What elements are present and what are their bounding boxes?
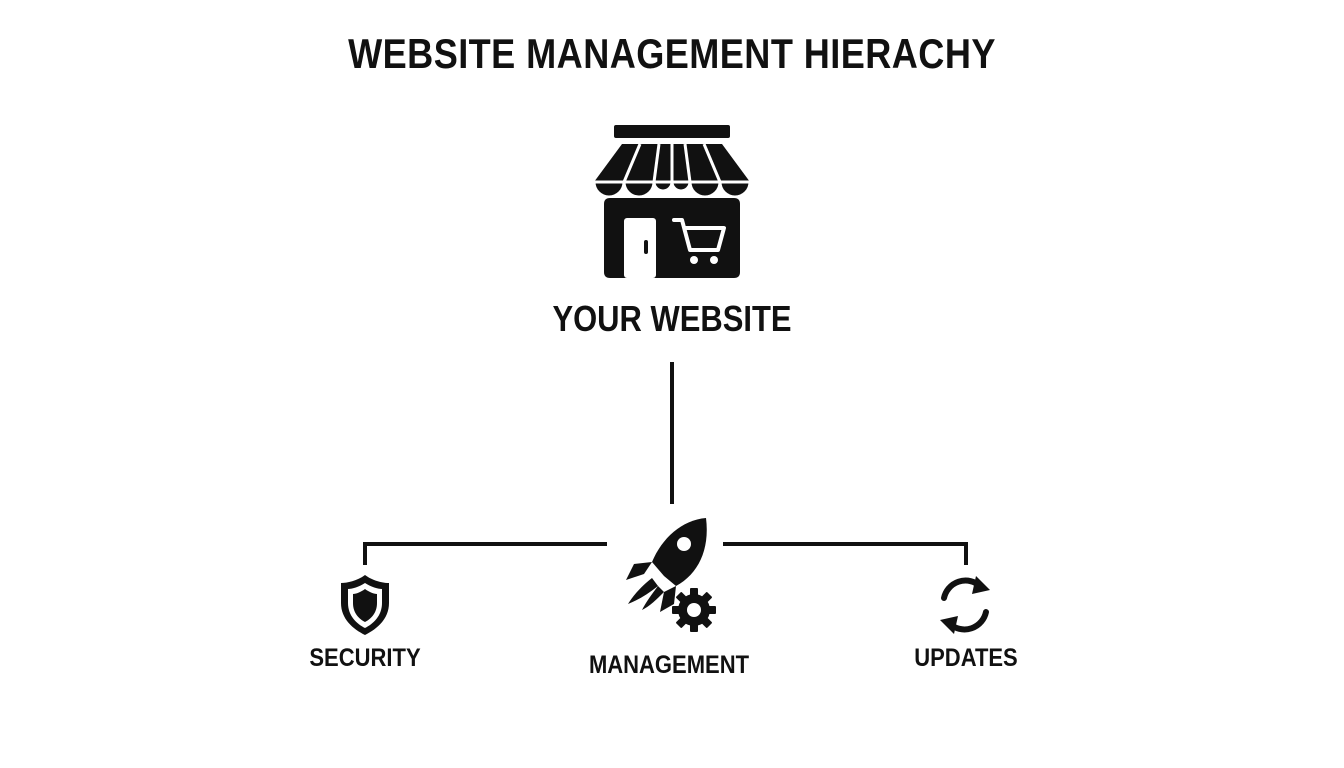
child-label-management: MANAGEMENT [588, 651, 750, 679]
storefront-icon [592, 125, 752, 278]
branch-right-line [723, 542, 968, 565]
branch-left-line [363, 542, 607, 565]
child-label-updates: UPDATES [914, 644, 1018, 672]
diagram-title: WEBSITE MANAGEMENT HIERACHY [348, 30, 996, 77]
root-node-label: YOUR WEBSITE [552, 298, 792, 339]
child-label-security: SECURITY [309, 644, 421, 672]
shield-icon [341, 575, 389, 635]
rocket-gear-icon [626, 518, 716, 632]
refresh-icon [940, 576, 990, 634]
